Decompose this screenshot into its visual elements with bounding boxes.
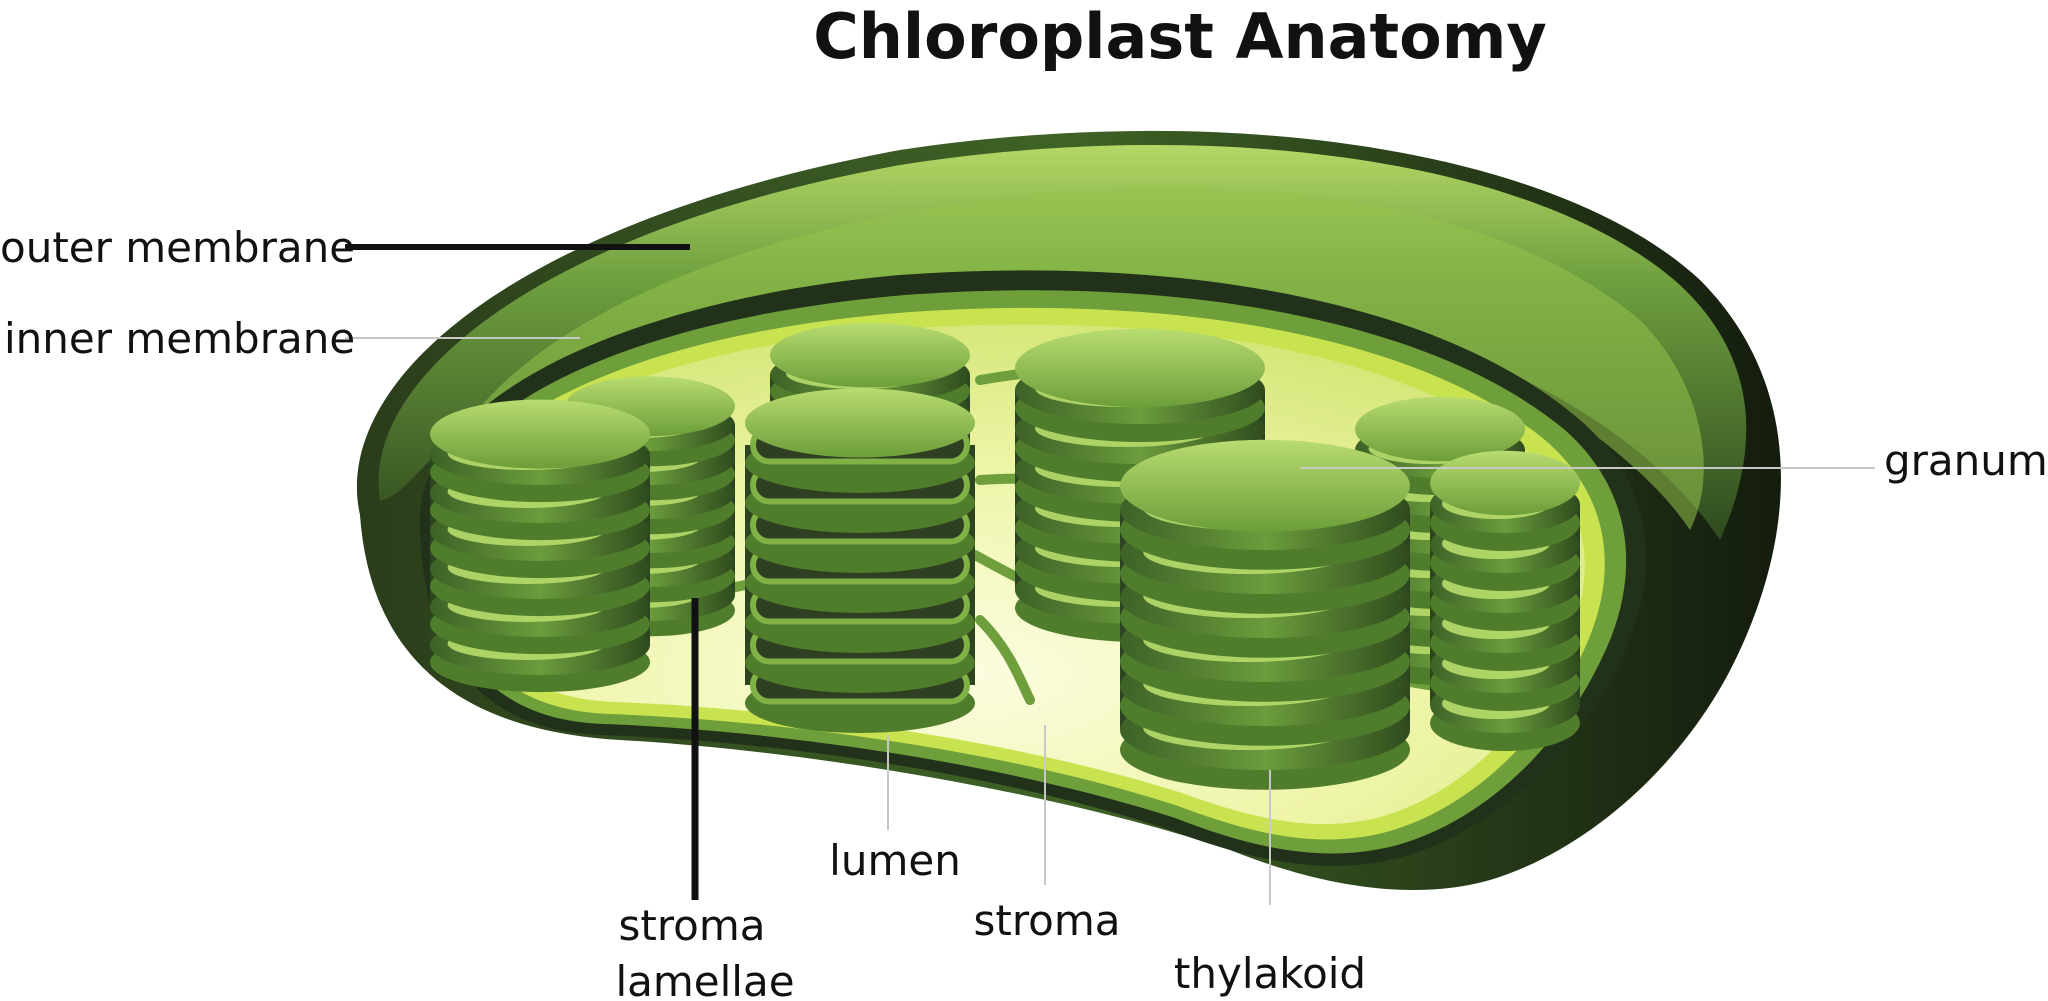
granum-top bbox=[1015, 328, 1265, 408]
label-stroma-lamellae-line2: lamellae bbox=[615, 957, 794, 1001]
granum-top bbox=[1355, 396, 1525, 462]
diagram-title: Chloroplast Anatomy bbox=[813, 0, 1546, 73]
label-inner-membrane: inner membrane bbox=[4, 314, 355, 363]
granum-right bbox=[1430, 450, 1580, 751]
label-granum: granum bbox=[1884, 436, 2048, 485]
granum-left bbox=[430, 399, 650, 693]
granum-top bbox=[1430, 450, 1580, 516]
label-lumen: lumen bbox=[829, 836, 961, 885]
granum-top bbox=[430, 399, 650, 469]
granum-top bbox=[745, 388, 975, 458]
granum-front bbox=[1120, 439, 1410, 790]
granum-top bbox=[770, 323, 970, 388]
label-stroma-lamellae-line1: stroma bbox=[618, 901, 765, 950]
label-stroma: stroma bbox=[973, 896, 1120, 945]
label-thylakoid: thylakoid bbox=[1174, 949, 1366, 998]
label-outer-membrane: outer membrane bbox=[0, 223, 355, 272]
outer-membrane-highlight bbox=[470, 187, 1704, 530]
granum-cut bbox=[745, 388, 975, 733]
granum-top bbox=[1120, 439, 1410, 532]
